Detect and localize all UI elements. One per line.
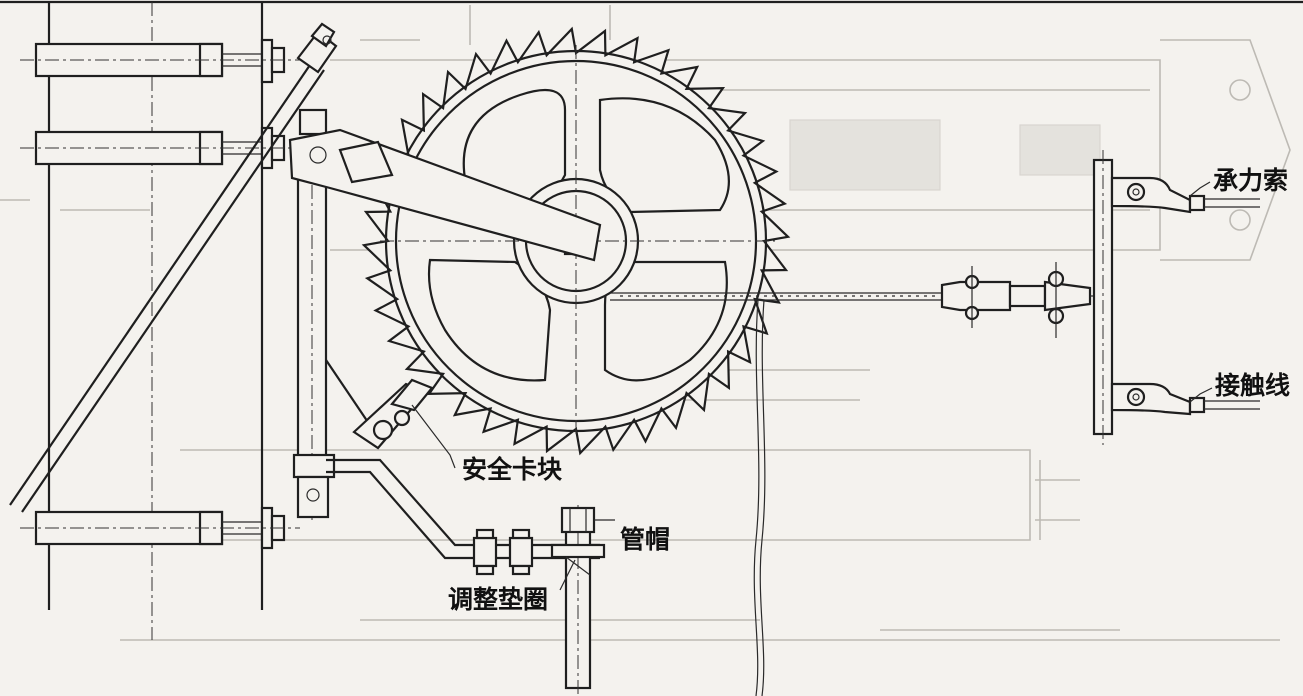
tension-rope <box>610 292 945 301</box>
label-contact-wire: 接触线 <box>1215 371 1290 400</box>
yoke-plate <box>1092 150 1114 445</box>
messenger-wire-clamp <box>1110 176 1260 214</box>
bleed-through-background <box>0 5 1291 641</box>
safety-catch-block <box>326 378 600 560</box>
label-messenger-wire: 承力索 <box>1213 166 1288 195</box>
lever-arm <box>288 128 602 262</box>
contact-wire-clamp <box>1110 382 1260 416</box>
rope-connector <box>940 262 1108 338</box>
drop-wire <box>753 299 766 696</box>
bottom-bracket-bolts <box>472 528 534 576</box>
pole-clamp-middle <box>20 126 300 170</box>
diagonal-brace-rod <box>9 22 338 513</box>
pipe-cap <box>560 506 596 534</box>
label-pipe-cap: 管帽 <box>620 525 670 554</box>
adjustment-pipe <box>550 505 606 696</box>
leader-lines <box>411 181 1213 591</box>
adjust-washer <box>550 543 606 559</box>
pole-clamp-top <box>20 38 300 84</box>
vertical-bracket <box>292 108 381 520</box>
label-safety-block: 安全卡块 <box>462 455 562 484</box>
label-adjust-washer: 调整垫圈 <box>448 585 548 614</box>
pole-clamp-bottom <box>20 506 300 550</box>
